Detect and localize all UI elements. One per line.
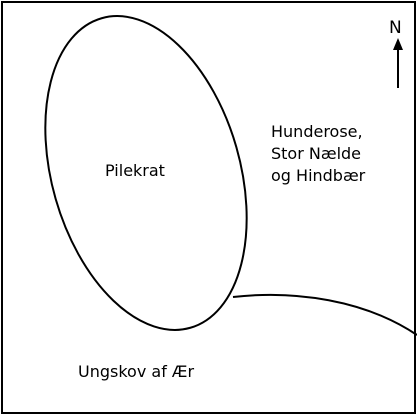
herb-area-line-2: Stor Nælde <box>271 144 362 163</box>
willow-thicket-outline <box>44 15 248 331</box>
herb-area-line-3: og Hindbær <box>271 166 366 185</box>
young-forest-label: Ungskov af Ær <box>78 362 195 381</box>
north-arrow-icon <box>393 38 403 88</box>
herb-area-line-1: Hunderose, <box>271 122 363 141</box>
willow-thicket-label: Pilekrat <box>105 161 165 180</box>
area-boundary-line <box>232 293 417 336</box>
north-label: N <box>389 18 402 38</box>
herb-area-label: Hunderose, Stor Nælde og Hindbær <box>271 121 365 187</box>
